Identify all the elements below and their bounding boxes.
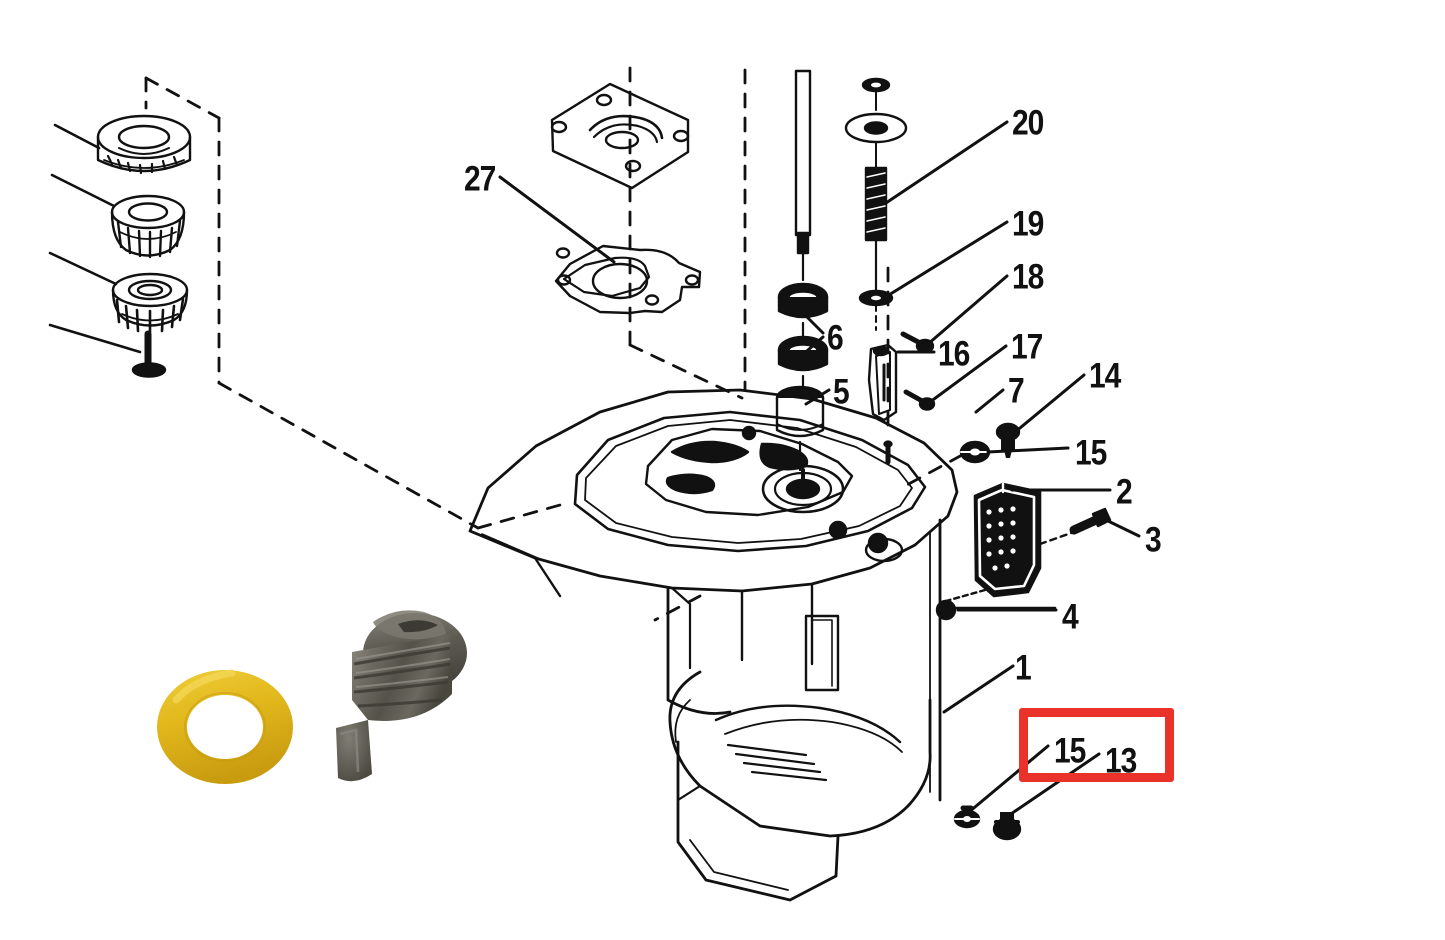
callout-13: 13	[1105, 741, 1137, 781]
bearing-pin	[131, 330, 167, 378]
callout-19: 19	[1012, 204, 1044, 244]
shift-rod	[794, 69, 812, 282]
pinion-gear	[111, 272, 189, 334]
water-pump-plates	[550, 82, 702, 315]
tapered-roller-bearing	[110, 194, 186, 259]
anode-water-screen	[973, 482, 1042, 598]
callout-7: 7	[1008, 371, 1025, 411]
callout-27: 27	[464, 159, 496, 199]
oil-seal-upper	[777, 282, 829, 319]
gearcase-housing	[468, 388, 959, 902]
callout-20: 20	[1012, 103, 1044, 143]
callout-5: 5	[833, 372, 850, 412]
nut-4	[935, 588, 1057, 621]
screw-14	[995, 422, 1021, 458]
bearing-cup	[96, 114, 192, 175]
callout-17: 17	[1011, 327, 1043, 367]
fastener-13-drain-screw	[992, 812, 1022, 841]
callout-2: 2	[1116, 472, 1133, 512]
spring-20	[864, 166, 888, 242]
bearing-leader-lines	[48, 123, 142, 354]
washer-15-upper	[959, 440, 991, 464]
callout-14: 14	[1089, 356, 1121, 396]
callout-15-upper: 15	[1075, 433, 1107, 473]
callout-4: 4	[1062, 597, 1079, 637]
shift-cam-16	[867, 343, 898, 422]
fastener-15-lower	[953, 805, 981, 829]
callout-18: 18	[1012, 257, 1044, 297]
small-washer	[858, 289, 894, 307]
water-pump-base-gasket	[554, 244, 702, 315]
callout-1: 1	[1015, 648, 1032, 688]
callout-leader-lines	[498, 120, 1141, 818]
bolt-3	[1038, 507, 1112, 546]
callout-16: 16	[938, 334, 970, 374]
driveshaft-column	[775, 69, 829, 472]
spring-bushing-column	[844, 77, 935, 354]
callout-6: 6	[827, 318, 844, 358]
water-pump-face-plate	[550, 82, 690, 190]
bearing-stack	[48, 114, 192, 378]
torpedo-shading	[726, 743, 828, 782]
callout-3: 3	[1145, 520, 1162, 560]
washer-19	[844, 112, 908, 144]
red-highlight-box	[1019, 708, 1174, 782]
callout-15-lower: 15	[1054, 731, 1086, 771]
